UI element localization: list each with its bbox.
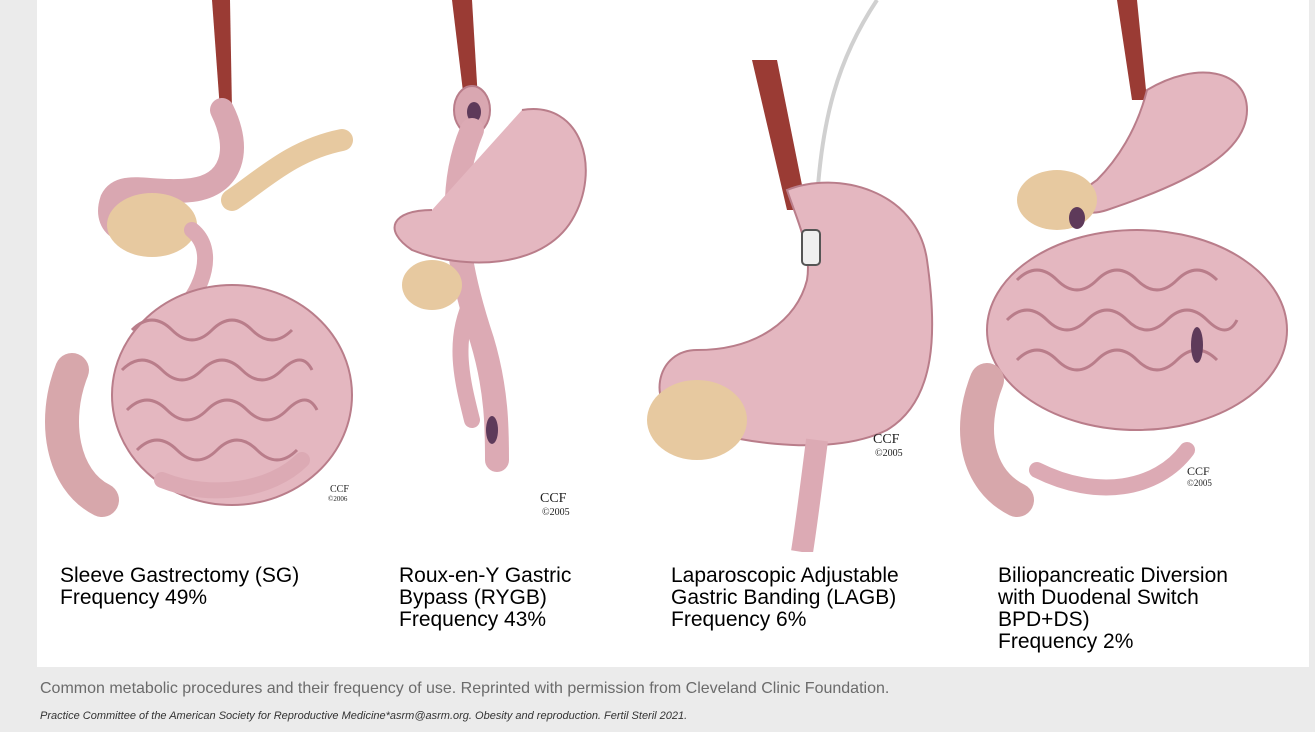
lagb-copyright-ccf: CCF xyxy=(873,432,900,447)
rygb-label-line-2: Bypass (RYGB) xyxy=(399,587,571,609)
bpdds-copyright-ccf: CCF xyxy=(1187,464,1210,478)
rygb-label-line-1: Roux-en-Y Gastric xyxy=(399,565,571,587)
lagb-label: Laparoscopic Adjustable Gastric Banding … xyxy=(671,565,899,631)
figure-caption: Common metabolic procedures and their fr… xyxy=(40,680,889,698)
sg-copyright-year: ©2006 xyxy=(328,495,348,503)
rygb-label-line-3: Frequency 43% xyxy=(399,609,571,631)
bpdds-label-line-4: Frequency 2% xyxy=(998,631,1228,653)
rygb-copyright-year: ©2005 xyxy=(542,507,570,518)
sg-illustration: CCF ©2006 xyxy=(42,0,372,552)
rygb-label: Roux-en-Y Gastric Bypass (RYGB) Frequenc… xyxy=(399,565,571,631)
lagb-label-line-3: Frequency 6% xyxy=(671,609,899,631)
surgical-figure: CCF ©2006 CCF ©2005 CCF ©2005 xyxy=(37,0,1309,667)
bpdds-label-line-3: BPD+DS) xyxy=(998,609,1228,631)
lagb-label-line-1: Laparoscopic Adjustable xyxy=(671,565,899,587)
bpdds-illustration: CCF ©2005 xyxy=(957,0,1309,552)
bpdds-label-line-1: Biliopancreatic Diversion xyxy=(998,565,1228,587)
rygb-illustration: CCF ©2005 xyxy=(372,0,637,552)
sg-copyright-ccf: CCF xyxy=(330,484,349,495)
lagb-label-line-2: Gastric Banding (LAGB) xyxy=(671,587,899,609)
bpdds-copyright-year: ©2005 xyxy=(1187,478,1212,488)
lagb-illustration: CCF ©2005 xyxy=(637,0,957,552)
figure-reference: Practice Committee of the American Socie… xyxy=(40,710,687,722)
bpdds-label: Biliopancreatic Diversion with Duodenal … xyxy=(998,565,1228,653)
sg-label-line-1: Sleeve Gastrectomy (SG) xyxy=(60,565,299,587)
rygb-copyright-ccf: CCF xyxy=(540,491,567,506)
sg-label: Sleeve Gastrectomy (SG) Frequency 49% xyxy=(60,565,299,609)
lagb-copyright-year: ©2005 xyxy=(875,448,903,459)
bpdds-label-line-2: with Duodenal Switch xyxy=(998,587,1228,609)
sg-label-line-2: Frequency 49% xyxy=(60,587,299,609)
